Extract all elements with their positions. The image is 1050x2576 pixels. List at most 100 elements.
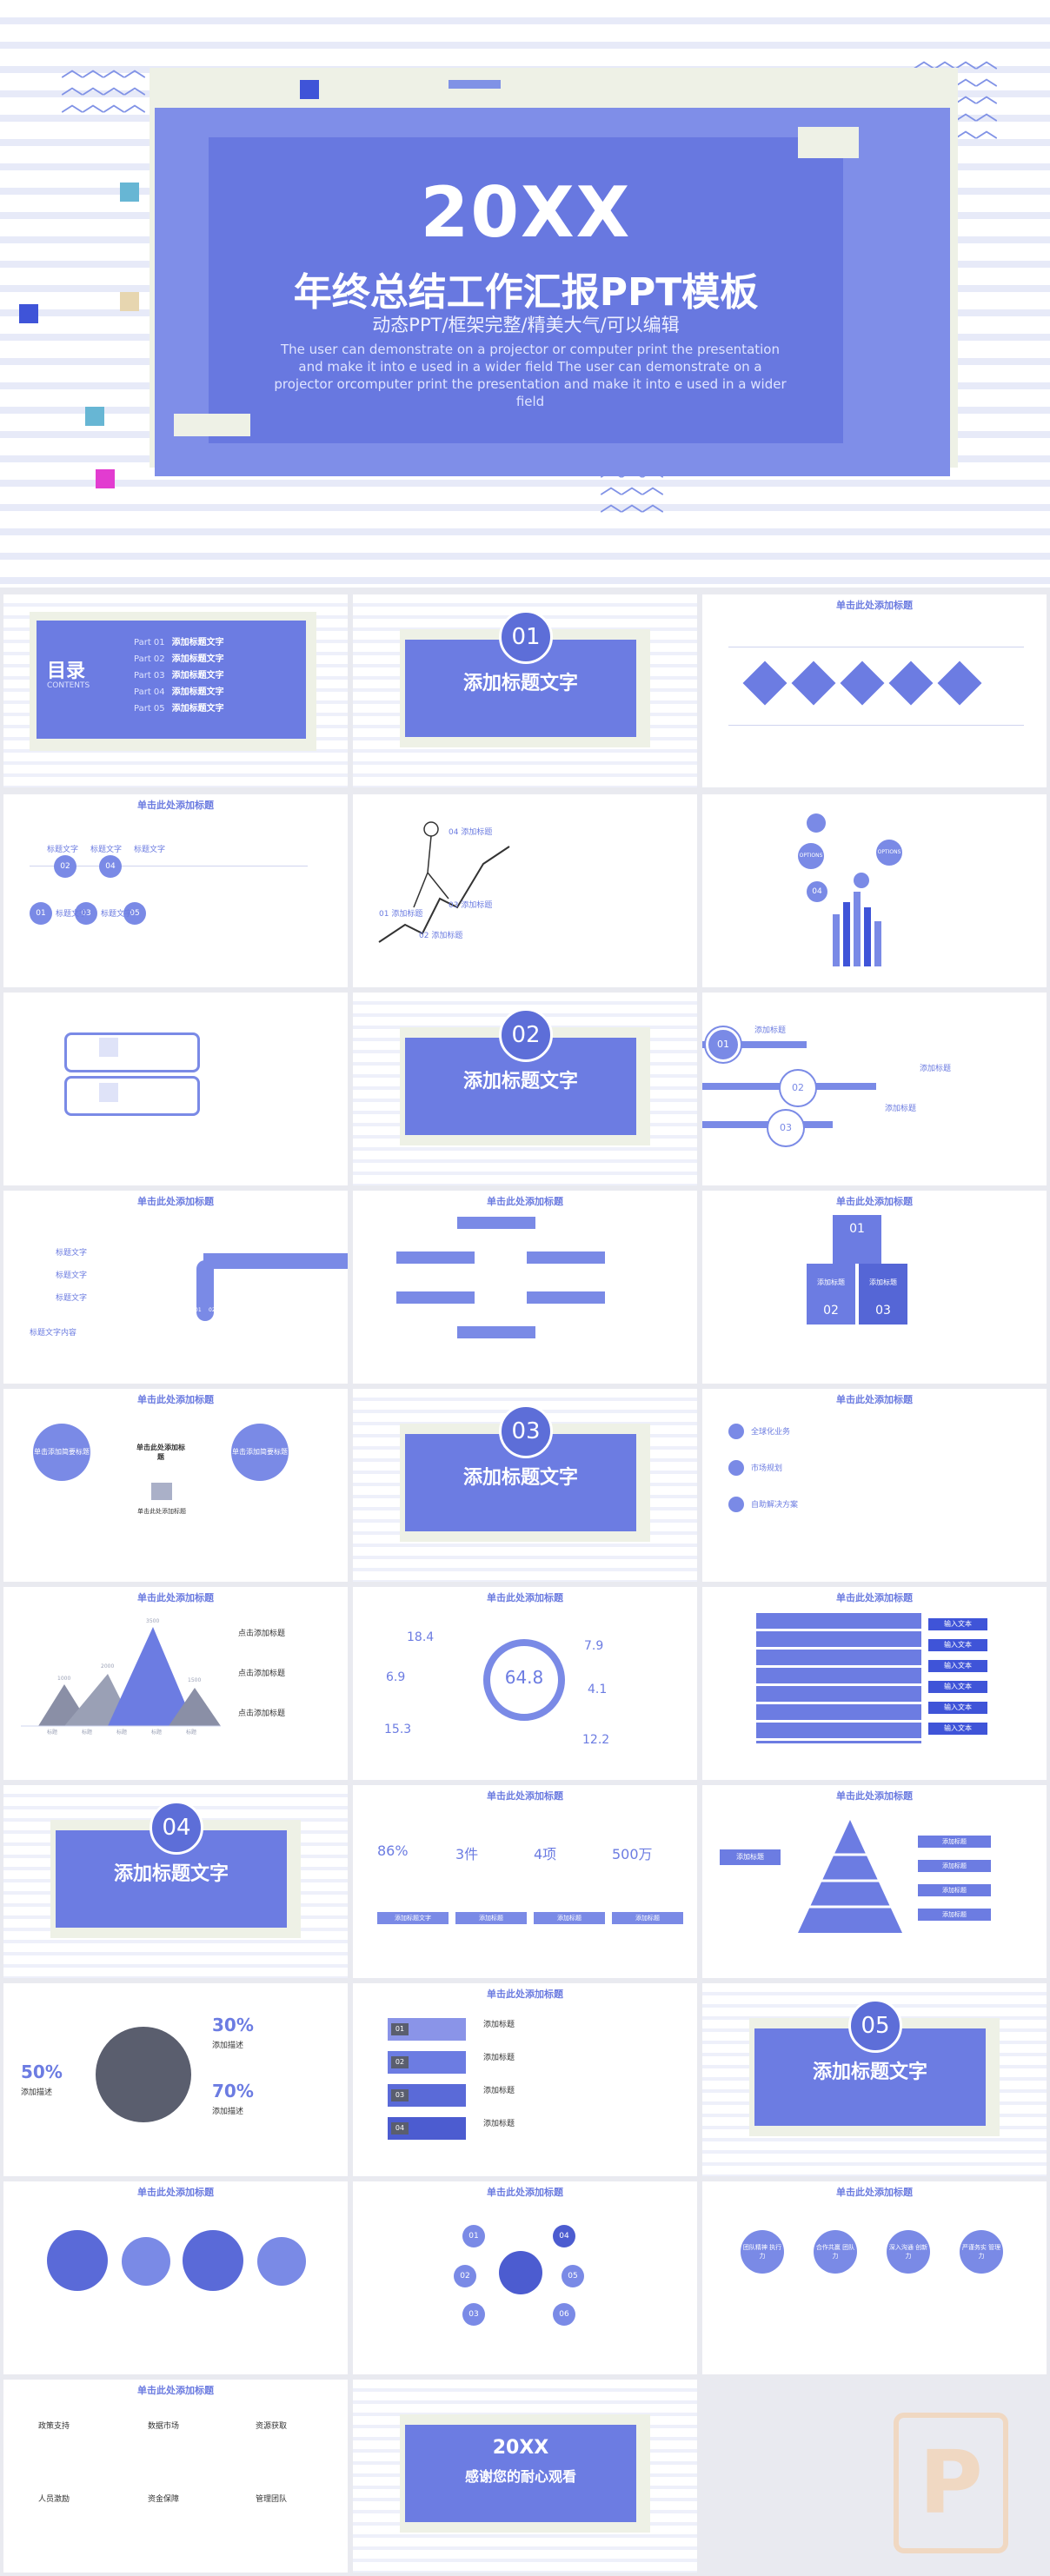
hex-label: 添加标题 — [817, 1278, 845, 1286]
slide-circle-nums[interactable]: 单击此处添加标题 01 02 03 04 05 06 — [353, 2181, 697, 2374]
slide-header: 单击此处添加标题 — [836, 1394, 913, 1405]
icon-label: 数据市场 — [148, 2422, 180, 2431]
cover-tagline: 动态PPT/框架完整/精美大气/可以编辑 — [372, 315, 680, 335]
slide-cycle[interactable]: 单击此处添加标题 — [353, 1191, 697, 1384]
slide-hex[interactable]: 单击此处添加标题 01 02 03 添加标题 添加标题 — [702, 1191, 1047, 1384]
gauge-label: 添加描述 — [212, 2042, 244, 2050]
cube-left — [807, 1264, 855, 1325]
table-stack — [756, 1613, 921, 1743]
timeline-label: 添加标题 — [885, 1105, 917, 1113]
stat-label: 添加标题文字 — [377, 1912, 449, 1924]
diamond-shape — [937, 661, 982, 706]
slide-stats[interactable]: 单击此处添加标题 86% 3件 4项 500万 添加标题文字 添加标题 添加标题… — [353, 1785, 697, 1978]
section-number: 03 — [499, 1404, 553, 1458]
pipe-bar — [203, 1253, 348, 1269]
zigzag-decoration: ︿︿︿︿ ︿︿︿︿ ︿︿︿︿ — [61, 56, 146, 117]
slide-gears[interactable]: 单击此处添加标题 — [3, 2181, 348, 2374]
slide-table[interactable]: 单击此处添加标题 输入文本 输入文本 输入文本 输入文本 输入文本 输入文本 — [702, 1587, 1047, 1780]
slide-arrows[interactable]: 单击此处添加标题 01 02 03 04 添加标题 添加标题 添加标题 添加标题 — [353, 1983, 697, 2176]
step-number: 03 — [75, 902, 97, 925]
contents-item-label: 添加标题文字 — [171, 687, 224, 697]
pencil-bar — [874, 921, 881, 966]
slide-icons[interactable]: 单击此处添加标题 政策支持 数据市场 资源获取 人员激励 资金保障 管理团队 — [3, 2380, 348, 2573]
decor-square — [120, 292, 139, 311]
input-text-button[interactable]: 输入文本 — [928, 1660, 987, 1672]
input-text-button[interactable]: 输入文本 — [928, 1639, 987, 1651]
input-text-button[interactable]: 输入文本 — [928, 1681, 987, 1693]
pencil-bar — [833, 914, 840, 966]
option-bubble — [854, 873, 869, 888]
step-label: 标题文字 — [101, 910, 133, 919]
arrow-label: 添加标题 — [483, 2054, 515, 2062]
slide-section-01[interactable]: 01 添加标题文字 — [353, 594, 697, 787]
slide-features[interactable]: 单击此处添加标题 全球化业务 市场规划 自助解决方案 — [702, 1389, 1047, 1582]
timeline-number: 02 — [781, 1071, 815, 1105]
slide-ring[interactable]: 单击此处添加标题 64.8 18.4 6.9 15.3 7.9 4.1 12.2 — [353, 1587, 697, 1780]
step-label: 标题文字 — [134, 846, 166, 854]
feature-label: 市场规划 — [751, 1464, 783, 1473]
stat-value: 86% — [377, 1842, 409, 1859]
contents-item-label: 添加标题文字 — [171, 654, 224, 664]
part-number: Part 03 — [134, 671, 165, 681]
mountain-bullet: 点击添加标题 — [238, 1670, 286, 1678]
cover-title: 年终总结工作汇报PPT模板 — [293, 270, 759, 315]
timeline-label: 添加标题 — [754, 1026, 787, 1035]
gauge-percent: 50% — [21, 2061, 63, 2082]
flow-loop — [64, 1076, 200, 1116]
slide-gauge[interactable]: 30% 70% 50% 添加描述 添加描述 添加描述 — [3, 1983, 348, 2176]
slide-header: 单击此处添加标题 — [137, 1196, 214, 1207]
slide-process[interactable]: 单击此处添加标题 01 02 03 04 05 标题文字 标题文字 标题文字 标… — [3, 794, 348, 987]
slide-pipe[interactable]: 单击此处添加标题 标题文字 标题文字 标题文字 标题文字内容 01 02 03 — [3, 1191, 348, 1384]
slide-section-04[interactable]: 04 添加标题文字 — [3, 1785, 348, 1978]
slide-timeline[interactable]: 01 02 03 添加标题 添加标题 添加标题 — [702, 993, 1047, 1185]
icon-label: 人员激励 — [38, 2495, 70, 2504]
option-bubble: OPTIONS 02 — [876, 840, 902, 881]
input-text-button[interactable]: 输入文本 — [928, 1702, 987, 1714]
pyramid-chart — [798, 1820, 902, 1933]
decor-square — [85, 407, 104, 426]
slide-header: 单击此处添加标题 — [836, 1790, 913, 1802]
section-title: 添加标题文字 — [812, 2061, 927, 2083]
slide-header: 单击此处添加标题 — [137, 1592, 214, 1603]
tool-icon — [99, 1038, 118, 1057]
slide-flow[interactable] — [3, 993, 348, 1185]
mountain-category: 标题 — [186, 1730, 197, 1736]
slide-section-05[interactable]: 05 添加标题文字 — [702, 1983, 1047, 2176]
pipe-number: 01 — [195, 1307, 202, 1313]
center-chart-icon — [499, 2251, 542, 2294]
ring-value: 12.2 — [582, 1733, 610, 1747]
cycle-bar — [457, 1326, 535, 1338]
slide-diamonds[interactable]: 单击此处添加标题 — [702, 594, 1047, 787]
mountain-category: 标题 — [116, 1730, 128, 1736]
timeline-bar — [702, 1121, 833, 1128]
slide-compare[interactable]: 单击此处添加标题 单击添加简要标题 单击添加简要标题 单击此处添加标题 单击此处… — [3, 1389, 348, 1582]
slide-hanging[interactable]: 单击此处添加标题 团队精神 执行力 合作共赢 团队力 深入沟通 创新力 严谨务实… — [702, 2181, 1047, 2374]
slide-mountain[interactable]: 单击此处添加标题 3500 2000 1000 1500 标题 标题 标题 标题… — [3, 1587, 348, 1780]
chart-icon — [728, 1460, 744, 1476]
input-text-button[interactable]: 输入文本 — [928, 1723, 987, 1735]
slide-box — [37, 621, 306, 739]
cover-slide[interactable]: ︿︿︿︿ ︿︿︿︿ ︿︿︿︿ ︿︿︿︿ ︿︿︿︿ ︿︿︿︿ ︿︿︿︿ ︿︿︿︿ … — [0, 0, 1050, 588]
flow-loop — [64, 1032, 200, 1072]
contents-item-label: 添加标题文字 — [171, 704, 224, 714]
slide-ending[interactable]: 20XX 感谢您的耐心观看 — [353, 2380, 697, 2573]
input-text-button[interactable]: 输入文本 — [928, 1618, 987, 1630]
mountain-value: 1000 — [57, 1676, 71, 1682]
slide-stairs[interactable]: 01 添加标题 02 添加标题 03 添加标题 04 添加标题 — [353, 794, 697, 987]
mountain-bullet: 点击添加标题 — [238, 1630, 286, 1638]
slide-section-03[interactable]: 03 添加标题文字 — [353, 1389, 697, 1582]
compare-center: 单击此处添加标题 — [136, 1444, 185, 1461]
hanging-label: 合作共赢 团队力 — [814, 2230, 857, 2274]
stat-label: 添加标题 — [455, 1912, 527, 1924]
slide-pyramid[interactable]: 单击此处添加标题 添加标题 添加标题 添加标题 添加标题 添加标题 — [702, 1785, 1047, 1978]
section-title: 添加标题文字 — [113, 1863, 229, 1885]
section-title: 添加标题文字 — [462, 1467, 578, 1489]
pipe-number: 02 — [209, 1307, 216, 1313]
timeline-bar — [702, 1041, 807, 1048]
slide-section-02[interactable]: 02 添加标题文字 — [353, 993, 697, 1185]
hanging-label: 团队精神 执行力 — [741, 2230, 784, 2274]
slide-options[interactable]: OPTIONS 01 OPTIONS 02 04 — [702, 794, 1047, 987]
mountain-chart — [21, 1627, 221, 1727]
stat-label: 添加标题 — [534, 1912, 605, 1924]
